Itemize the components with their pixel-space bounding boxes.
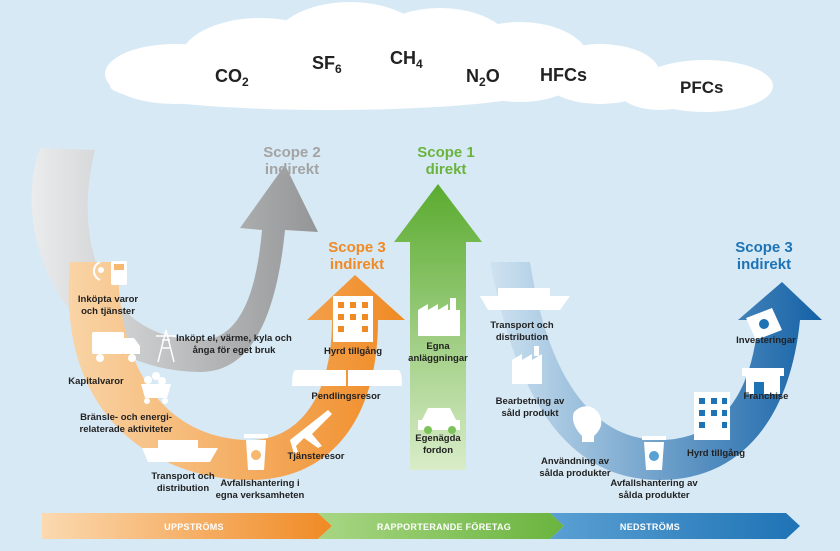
airplane-icon [290, 410, 332, 454]
svg-text:Inköpt el, värme, kyla och: Inköpt el, värme, kyla och [176, 333, 292, 344]
truck-icon [92, 332, 140, 362]
gas-hfcs: HFCs [540, 65, 587, 85]
svg-text:Bränsle- och energi-: Bränsle- och energi- [80, 412, 172, 423]
fuel-pump-icon [93, 261, 127, 285]
factory-icon [418, 298, 460, 336]
ship-icon [142, 440, 218, 462]
svg-text:ånga för eget bruk: ånga för eget bruk [193, 345, 277, 356]
svg-text:såld produkt: såld produkt [501, 408, 559, 419]
svg-text:Pendlingsresor: Pendlingsresor [311, 391, 380, 402]
scope2-title: Scope 2 [263, 144, 321, 161]
car-icon [418, 408, 460, 434]
svg-text:Franchise: Franchise [744, 391, 789, 402]
svg-text:Investeringar: Investeringar [736, 335, 796, 346]
banknote-icon [746, 308, 782, 340]
svg-text:Användning av: Användning av [541, 456, 610, 467]
waste-bin-icon [642, 436, 666, 470]
building-icon [694, 392, 730, 440]
cloud-band [105, 2, 773, 112]
svg-text:Hyrd tillgång: Hyrd tillgång [687, 448, 745, 459]
gas-pfcs: PFCs [680, 78, 723, 97]
svg-text:Egenägda: Egenägda [415, 433, 461, 444]
svg-text:egna verksamheten: egna verksamheten [216, 490, 305, 501]
direct-labels: Egna anläggningar Egenägda fordon [408, 341, 468, 456]
scope3-upstream-subtitle: indirekt [330, 256, 384, 273]
value-chain-band: UPPSTRÖMS RAPPORTERANDE FÖRETAG NEDSTRÖM… [42, 513, 800, 539]
reporting-company-band-label: RAPPORTERANDE FÖRETAG [377, 522, 511, 532]
svg-text:Avfallshantering i: Avfallshantering i [220, 478, 299, 489]
svg-text:anläggningar: anläggningar [408, 353, 468, 364]
svg-text:distribution: distribution [157, 483, 209, 494]
svg-text:relaterade aktiviteter: relaterade aktiviteter [80, 424, 173, 435]
svg-text:distribution: distribution [496, 332, 548, 343]
svg-text:Inköpta varor: Inköpta varor [78, 294, 138, 305]
svg-text:Transport och: Transport och [151, 471, 215, 482]
gas-labels: CO2 SF6 CH4 N2O HFCs PFCs [215, 48, 723, 97]
svg-text:fordon: fordon [423, 445, 453, 456]
scope2-subtitle: indirekt [265, 161, 319, 178]
svg-text:Tjänsteresor: Tjänsteresor [287, 451, 344, 462]
light-bulb-icon [572, 406, 602, 442]
scope3-upstream-title: Scope 3 [328, 239, 386, 256]
svg-text:Hyrd tillgång: Hyrd tillgång [324, 346, 382, 357]
svg-text:sålda produkter: sålda produkter [539, 468, 611, 479]
recycling-bin-icon [244, 434, 268, 470]
downstream-band-label: NEDSTRÖMS [620, 522, 680, 532]
office-building-icon [333, 296, 373, 342]
scope3-upstream-arrow [68, 262, 405, 480]
upstream-labels: Inköpta varor och tjänster Kapitalvaror … [68, 294, 382, 501]
svg-text:Avfallshantering av: Avfallshantering av [610, 478, 698, 489]
scope3-downstream-title: Scope 3 [735, 239, 793, 256]
scope1-title: Scope 1 [417, 144, 475, 161]
gas-n2o: N2O [466, 66, 500, 89]
upstream-band-label: UPPSTRÖMS [164, 522, 224, 532]
store-icon [742, 368, 784, 394]
svg-text:Kapitalvaror: Kapitalvaror [68, 376, 124, 387]
downstream-ship-icon [480, 288, 570, 310]
svg-text:Transport och: Transport och [490, 320, 554, 331]
svg-text:Bearbetning av: Bearbetning av [496, 396, 565, 407]
scope1-subtitle: direkt [426, 161, 467, 178]
train-icon [292, 370, 402, 386]
downstream-band [550, 513, 800, 539]
gas-co2: CO2 [215, 66, 249, 89]
scope3-downstream-subtitle: indirekt [737, 256, 791, 273]
reporting-company-band [318, 513, 564, 539]
processing-plant-icon [512, 346, 542, 384]
upstream-band [42, 513, 332, 539]
gas-ch4: CH4 [390, 48, 423, 71]
downstream-labels: Transport och distribution Bearbetning a… [490, 320, 796, 501]
scope3-downstream-arrow [490, 262, 822, 480]
power-pylon-icon [156, 329, 176, 363]
coal-cart-icon [141, 372, 171, 404]
svg-text:och tjänster: och tjänster [81, 306, 135, 317]
gas-sf6: SF6 [312, 53, 342, 76]
svg-text:sålda produkter: sålda produkter [618, 490, 690, 501]
svg-text:Egna: Egna [426, 341, 450, 352]
